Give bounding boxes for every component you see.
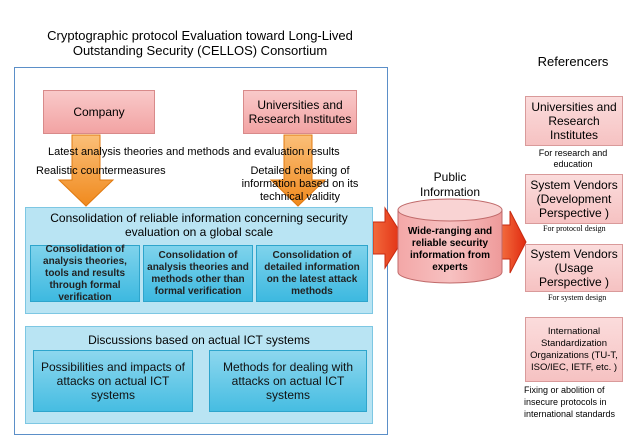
universities-source-box: Universities and Research Institutes (243, 90, 357, 134)
consolidation-item-other-text: Consolidation of analysis theories and m… (147, 249, 249, 297)
consolidation-item-attacks-text: Consolidation of detailed information on… (264, 249, 360, 297)
consolidation-item-other: Consolidation of analysis theories and m… (143, 245, 253, 302)
discussions-item-possibilities: Possibilities and impacts of attacks on … (33, 350, 193, 412)
company-label: Company (73, 105, 125, 119)
discussions-item-methods: Methods for dealing with attacks on actu… (209, 350, 367, 412)
referencer-standards-label: International Standardization Organizati… (530, 325, 618, 373)
arrow-right-to-referencers-icon (501, 210, 527, 274)
diagram-title: Cryptographic protocol Evaluation toward… (0, 28, 400, 58)
discussions-item-methods-text: Methods for dealing with attacks on actu… (222, 360, 354, 402)
arrow-right-to-public-icon (372, 206, 405, 270)
title-line-2: Outstanding Security (CELLOS) Consortium (72, 43, 328, 58)
referencers-title: Referencers (537, 54, 609, 69)
arrow-down-right-icon (269, 134, 327, 207)
referencer-dev-vendors-label: System Vendors (Development Perspective … (530, 178, 618, 220)
referencer-dev-vendors-note: For protocol design (543, 224, 606, 233)
consolidation-heading: Consolidation of reliable information co… (50, 211, 348, 239)
consolidation-item-formal: Consolidation of analysis theories, tool… (30, 243, 140, 303)
referencer-universities-label: Universities and Research Institutes (531, 100, 617, 142)
referencer-universities-box: Universities and Research Institutes (525, 96, 623, 146)
universities-source-label: Universities and Research Institutes (248, 98, 352, 126)
referencer-usage-vendors-box: System Vendors (Usage Perspective ) (525, 244, 623, 292)
arrow-down-left-icon (57, 134, 115, 207)
public-information-cylinder (397, 198, 503, 284)
referencer-usage-vendors-label: System Vendors (Usage Perspective ) (530, 247, 618, 289)
consolidation-item-formal-text: Consolidation of analysis theories, tool… (43, 243, 127, 303)
detailed-checking-label: Detailed checking of information based o… (241, 165, 359, 203)
discussions-heading: Discussions based on actual ICT systems (88, 333, 310, 347)
discussions-item-possibilities-text: Possibilities and impacts of attacks on … (40, 360, 186, 402)
referencer-universities-note: For research and education (538, 148, 608, 169)
consolidation-item-attacks: Consolidation of detailed information on… (256, 245, 368, 302)
referencer-dev-vendors-box: System Vendors (Development Perspective … (525, 174, 623, 224)
referencer-usage-vendors-note: For system design (548, 293, 607, 302)
referencer-standards-note: Fixing or abolition of insecure protocol… (524, 385, 616, 419)
latest-analysis-label: Latest analysis theories and methods and… (48, 146, 340, 158)
referencer-standards-box: International Standardization Organizati… (525, 317, 623, 382)
title-line-1: Cryptographic protocol Evaluation toward… (47, 28, 353, 43)
realistic-countermeasures-label: Realistic countermeasures (36, 165, 166, 177)
public-information-content: Wide-ranging and reliable security infor… (407, 226, 493, 273)
company-box: Company (43, 90, 155, 134)
public-information-label: Public Information (419, 170, 481, 199)
